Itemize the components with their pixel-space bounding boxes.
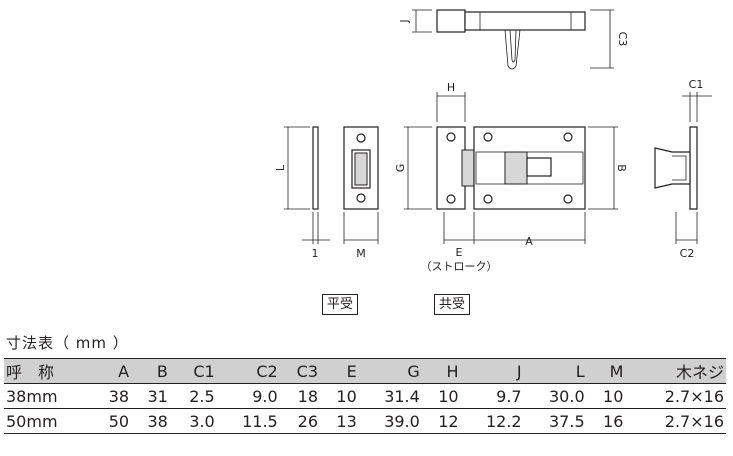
table-cell: 31 xyxy=(131,383,170,409)
table-cell: 39.0 xyxy=(358,408,422,434)
dim-M: M xyxy=(356,247,366,260)
table-cell: 16 xyxy=(586,408,626,434)
header-cell: C1 xyxy=(169,358,217,384)
dim-C3: C3 xyxy=(616,32,629,47)
dim-C2: C2 xyxy=(680,247,695,260)
table-cell: 37.5 xyxy=(523,408,587,434)
table-cell: 2.5 xyxy=(169,383,217,409)
header-cell: C3 xyxy=(279,358,321,384)
table-cell: 11.5 xyxy=(216,408,280,434)
table-header-row: 呼 称 A B C1 C2 C3 E G H J L M 木ネジ xyxy=(4,358,726,384)
latch-front-view xyxy=(404,92,618,244)
dim-A: A xyxy=(525,235,533,248)
header-cell: L xyxy=(523,358,587,384)
table-cell: 38 xyxy=(92,383,132,409)
header-cell: J xyxy=(460,358,524,384)
dim-E: E xyxy=(456,246,463,259)
table-cell: 3.0 xyxy=(169,408,217,434)
table-cell: 12.2 xyxy=(460,408,524,434)
table-row: 38mm 38 31 2.5 9.0 18 10 31.4 10 9.7 30.… xyxy=(4,383,726,409)
header-cell: H xyxy=(421,358,461,384)
table-cell: 18 xyxy=(279,383,321,409)
table-cell: 9.0 xyxy=(216,383,280,409)
table-cell: 2.7×16 xyxy=(625,383,726,409)
dim-B: B xyxy=(615,164,628,172)
table-cell: 26 xyxy=(279,408,321,434)
header-cell: 呼 称 xyxy=(4,358,93,384)
latch-end-view xyxy=(654,92,712,244)
dim-H: H xyxy=(447,81,455,94)
table-cell: 2.7×16 xyxy=(625,408,726,434)
dimension-labels: J C3 H C1 L G B 1 M E （ストローク） A C2 xyxy=(274,19,703,273)
table-cell: 38 xyxy=(131,408,170,434)
dim-J: J xyxy=(398,19,411,23)
header-cell: M xyxy=(586,358,626,384)
dim-L: L xyxy=(274,164,287,171)
header-cell: A xyxy=(92,358,132,384)
table-cell: 31.4 xyxy=(358,383,422,409)
dim-stroke: （ストローク） xyxy=(421,260,498,273)
dim-C1: C1 xyxy=(689,78,704,91)
technical-drawing: J C3 H C1 L G B 1 M E （ストローク） A C2 xyxy=(274,9,712,273)
shared-receiver-label: 共受 xyxy=(434,294,471,315)
header-cell: B xyxy=(131,358,170,384)
plate-receiver-side xyxy=(284,126,330,244)
header-cell: G xyxy=(358,358,422,384)
dimension-table: 呼 称 A B C1 C2 C3 E G H J L M 木ネジ 38mm 38… xyxy=(4,358,726,434)
table-cell: 50 xyxy=(92,408,132,434)
table-cell: 10 xyxy=(320,383,359,409)
table-cell: 30.0 xyxy=(523,383,587,409)
table-title: 寸法表（ mm ） xyxy=(6,334,129,352)
header-cell: C2 xyxy=(216,358,280,384)
side-view-top xyxy=(412,9,614,70)
table-cell: 10 xyxy=(421,383,461,409)
table-cell: 50mm xyxy=(4,408,93,434)
dim-G: G xyxy=(394,164,407,173)
table-cell: 10 xyxy=(586,383,626,409)
dim-one: 1 xyxy=(312,247,319,260)
table-cell: 9.7 xyxy=(460,383,524,409)
table-cell: 12 xyxy=(421,408,461,434)
table-row: 50mm 50 38 3.0 11.5 26 13 39.0 12 12.2 3… xyxy=(4,408,726,434)
table-cell: 13 xyxy=(320,408,359,434)
header-cell: E xyxy=(320,358,359,384)
plate-receiver-front xyxy=(343,126,379,244)
header-cell: 木ネジ xyxy=(625,358,726,384)
plate-receiver-label: 平受 xyxy=(322,294,359,315)
table-cell: 38mm xyxy=(4,383,93,409)
